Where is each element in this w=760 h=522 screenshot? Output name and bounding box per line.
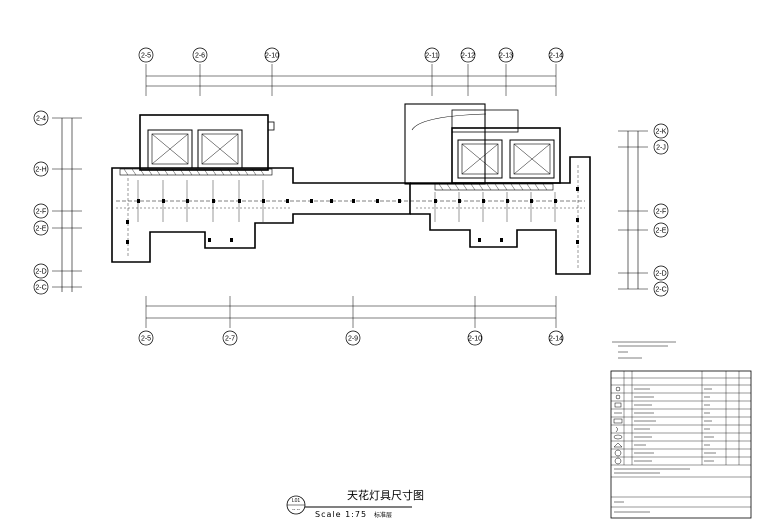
- detail-number: L01: [292, 498, 301, 504]
- grid-label: 2-14: [549, 336, 563, 343]
- grid-label: 2-10: [468, 336, 482, 343]
- downlight: [126, 220, 129, 224]
- left-grid-axis: 2-4 2-H 2-F 2-E 2-D 2-C: [33, 110, 82, 295]
- floor-outline: [111, 103, 591, 275]
- legend-symbols: [613, 386, 623, 465]
- grid-label: 2-10: [265, 53, 279, 60]
- bottom-grid-axis: 2-5 2-7 2-9 2-10 2-14: [138, 296, 564, 346]
- grid-label: 2-H: [35, 167, 46, 174]
- downlight: [352, 199, 355, 203]
- legend-table: [610, 370, 752, 519]
- downlight: [458, 199, 461, 203]
- grid-label: 2-11: [425, 53, 439, 60]
- grid-label: 2-14: [549, 53, 563, 60]
- downlight: [506, 199, 509, 203]
- downlight: [310, 199, 313, 203]
- downlight: [262, 199, 265, 203]
- downlight: [212, 199, 215, 203]
- grid-label: 2-C: [655, 287, 666, 294]
- grid-label: 2-J: [656, 145, 666, 152]
- grid-label: 2-E: [36, 226, 47, 233]
- elevator-shafts: [147, 129, 555, 179]
- light-centerlines: [116, 165, 585, 268]
- downlight: [576, 218, 579, 222]
- grid-label: 2-E: [656, 228, 667, 235]
- grid-label: 2-5: [141, 336, 151, 343]
- top-grid-ticks: [145, 64, 557, 96]
- grid-label: 2-4: [36, 116, 46, 123]
- grid-label: 2-C: [35, 285, 46, 292]
- grid-label: 2-F: [656, 209, 667, 216]
- downlight: [230, 238, 233, 242]
- downlight: [186, 199, 189, 203]
- grid-label: 2-F: [36, 209, 47, 216]
- grid-label: 2-K: [656, 129, 667, 136]
- downlight: [376, 199, 379, 203]
- downlight: [482, 199, 485, 203]
- top-grid-bubbles: 2-5 2-6 2-10 2-11 2-12 2-13 2-14: [138, 47, 564, 63]
- downlight: [434, 199, 437, 203]
- fixture-dim-ticks: [137, 180, 556, 222]
- grid-label: 2-6: [195, 53, 205, 60]
- downlight: [208, 238, 211, 242]
- right-grid-axis: 2-K 2-J 2-F 2-E 2-D 2-C: [618, 123, 669, 297]
- downlight: [286, 199, 289, 203]
- downlight: [554, 199, 557, 203]
- grid-label: 2-5: [141, 53, 151, 60]
- downlight: [330, 199, 333, 203]
- downlight: [478, 238, 481, 242]
- grid-label: 2-12: [461, 53, 475, 60]
- downlight: [530, 199, 533, 203]
- drawing-subtitle: 标准层: [374, 511, 392, 519]
- door-strips: [119, 168, 554, 191]
- ceiling-lights: [126, 187, 579, 244]
- grid-label: 2-D: [655, 271, 666, 278]
- grid-label: 2-7: [225, 336, 235, 343]
- downlight: [126, 240, 129, 244]
- general-notes: [612, 341, 676, 359]
- downlight: [398, 199, 401, 203]
- drawing-scale: Scale 1:75: [315, 510, 367, 519]
- top-grid-axis: 2-5 2-6 2-10 2-11 2-12 2-13 2-14: [138, 47, 564, 96]
- downlight: [500, 238, 503, 242]
- downlight: [576, 240, 579, 244]
- grid-label: 2-D: [35, 269, 46, 276]
- grid-label: 2-13: [499, 53, 513, 60]
- downlight: [576, 187, 579, 191]
- detail-sheet: -- --: [292, 507, 300, 513]
- downlight: [137, 199, 140, 203]
- downlight: [162, 199, 165, 203]
- downlight: [238, 199, 241, 203]
- drawing-title: 天花灯具尺寸图: [347, 488, 424, 502]
- grid-label: 2-9: [348, 336, 358, 343]
- drawing-title-block: L01 -- -- 天花灯具尺寸图 Scale 1:75 标准层: [286, 488, 424, 519]
